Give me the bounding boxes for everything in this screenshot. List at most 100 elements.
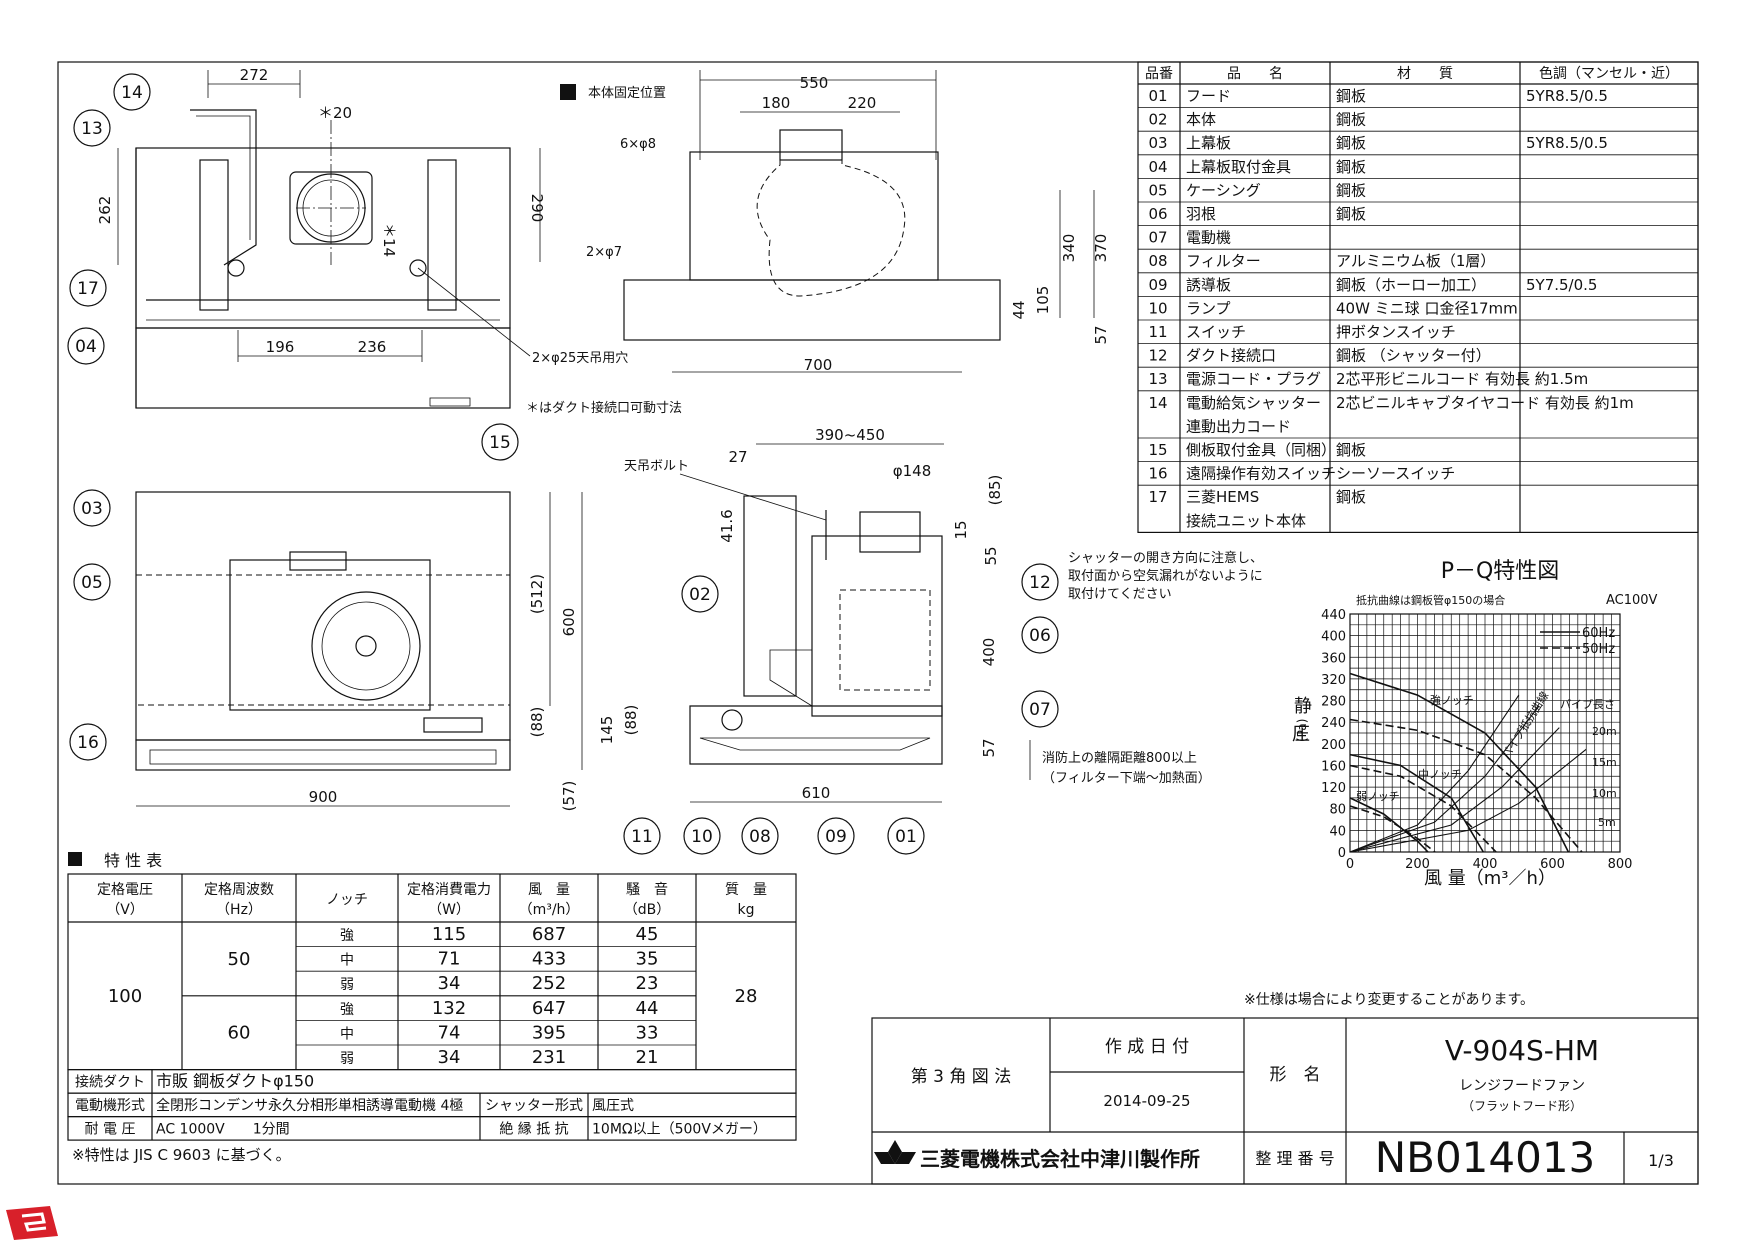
- parts-cell: 5YR8.5/0.5: [1526, 134, 1608, 152]
- pq-series-15m: [1349, 705, 1540, 853]
- svg-text:06: 06: [1029, 626, 1051, 646]
- pq-ytick: 280: [1321, 695, 1346, 710]
- callout-12: 12: [1021, 563, 1059, 601]
- parts-cell: 01: [1148, 87, 1167, 105]
- pq-chart-title: P－Q特性図: [1441, 559, 1560, 584]
- spec-mass: 28: [735, 986, 758, 1007]
- parts-row: 05 ケーシング 鋼板: [1138, 181, 1698, 203]
- svg-text:01: 01: [895, 827, 917, 847]
- parts-cell: 2芯平形ビニルコード 有効長 約1.5m: [1336, 370, 1588, 388]
- svg-text:27: 27: [728, 448, 747, 466]
- pq-ytick: 200: [1321, 738, 1346, 753]
- parts-cell: 05: [1148, 181, 1167, 199]
- svg-text:15: 15: [489, 433, 511, 453]
- spec-cell: 74: [438, 1022, 461, 1043]
- spec-cell: 中: [340, 1026, 354, 1042]
- parts-cell: 電源コード・プラグ: [1186, 370, 1321, 388]
- callout-02: 02: [681, 575, 719, 613]
- spec-cell: 252: [532, 973, 566, 994]
- spec-header: （W）: [428, 902, 470, 918]
- hanging-bolt-label: 天吊ボルト: [624, 459, 689, 474]
- callout-17: 17: [69, 269, 107, 307]
- svg-text:本体固定位置: 本体固定位置: [588, 86, 666, 101]
- parts-cell: 鋼板: [1336, 111, 1366, 129]
- label-holes-25: 2×φ25天吊用穴: [532, 351, 628, 366]
- model-label: 形 名: [1270, 1065, 1321, 1085]
- spec-header: （V）: [106, 902, 144, 918]
- pq-curve-label: パイプ長さ: [1560, 698, 1615, 711]
- spec-cell: 23: [636, 973, 659, 994]
- spec-header: 定格電圧: [97, 882, 153, 898]
- parts-cell: 上幕板: [1186, 134, 1231, 152]
- svg-text:57: 57: [1092, 325, 1110, 344]
- spec-cell: 34: [438, 973, 461, 994]
- spec-header: （dB）: [624, 902, 671, 918]
- spec-header: 質 量: [725, 882, 767, 898]
- parts-cell: 2芯ビニルキャブタイヤコード 有効長 約1m: [1336, 394, 1634, 412]
- svg-text:09: 09: [825, 827, 847, 847]
- spec-cell: 35: [636, 949, 659, 970]
- parts-cell: フード: [1186, 87, 1231, 105]
- pq-series-中ノッチ-60Hz: [1349, 753, 1484, 853]
- svg-text:196: 196: [266, 338, 295, 356]
- spec-footer-value: 風圧式: [592, 1098, 634, 1114]
- svg-text:03: 03: [81, 499, 103, 519]
- spec-header: 定格消費電力: [407, 882, 491, 898]
- pq-ylabel-3: (Pa): [1295, 719, 1309, 742]
- svg-text:55: 55: [982, 546, 1000, 565]
- spec-footer-label: 接続ダクト: [75, 1074, 145, 1091]
- parts-cell: アルミニウム板（1層）: [1336, 252, 1495, 270]
- parts-cell: 鋼板: [1336, 134, 1366, 152]
- svg-text:900: 900: [309, 788, 338, 806]
- svg-text:390~450: 390~450: [815, 426, 885, 444]
- pq-xtick: 400: [1473, 857, 1498, 872]
- spec-header: 騒 音: [626, 881, 668, 898]
- svg-text:6×φ8: 6×φ8: [620, 137, 656, 152]
- spec-cell: 33: [636, 1022, 659, 1043]
- spec-cell: 687: [532, 924, 566, 945]
- svg-text:610: 610: [802, 784, 831, 802]
- duct-note: ＊はダクト接続口可動寸法: [526, 400, 682, 416]
- pq-ytick: 0: [1338, 846, 1346, 861]
- svg-text:取付面から空気漏れがないように: 取付面から空気漏れがないように: [1068, 568, 1263, 584]
- svg-text:（フィルター下端～加熱面）: （フィルター下端～加熱面）: [1042, 771, 1211, 786]
- svg-text:シャッターの開き方向に注意し、: シャッターの開き方向に注意し、: [1068, 550, 1263, 566]
- corner-logo: [6, 1206, 58, 1240]
- parts-cell: 08: [1148, 252, 1167, 270]
- svg-text:(512): (512): [528, 574, 546, 614]
- spec-voltage: 100: [108, 986, 142, 1007]
- spec-cell: 中: [340, 953, 354, 969]
- pq-curve-label: 強ノッチ: [1430, 694, 1474, 707]
- parts-cell: 07: [1148, 229, 1167, 247]
- pq-xtick: 600: [1540, 857, 1565, 872]
- svg-text:236: 236: [358, 338, 387, 356]
- spec-hz: 50: [228, 949, 251, 970]
- pq-ytick: 360: [1321, 651, 1346, 666]
- svg-text:400: 400: [980, 638, 998, 667]
- parts-cell: 鋼板: [1336, 441, 1366, 459]
- spec-heading-marker: [68, 852, 82, 866]
- svg-text:08: 08: [749, 827, 771, 847]
- svg-text:550: 550: [800, 74, 829, 92]
- spec-cell: 34: [438, 1047, 461, 1068]
- spec-cell: 115: [432, 924, 466, 945]
- svg-text:60Hz: 60Hz: [1582, 626, 1615, 641]
- model-number: V-904S-HM: [1445, 1034, 1599, 1067]
- parts-cell: 鋼板: [1336, 205, 1366, 223]
- spec-cell: 弱: [340, 1051, 354, 1067]
- parts-cell: ケーシング: [1186, 181, 1261, 199]
- parts-cell: 鋼板: [1336, 181, 1366, 199]
- pq-chart-note: 抵抗曲線は鋼板管φ150の場合: [1356, 593, 1505, 607]
- callout-06: 06: [1021, 616, 1059, 654]
- pq-ytick: 40: [1329, 824, 1346, 839]
- parts-cell: 06: [1148, 205, 1167, 223]
- parts-cell: 12: [1148, 347, 1167, 365]
